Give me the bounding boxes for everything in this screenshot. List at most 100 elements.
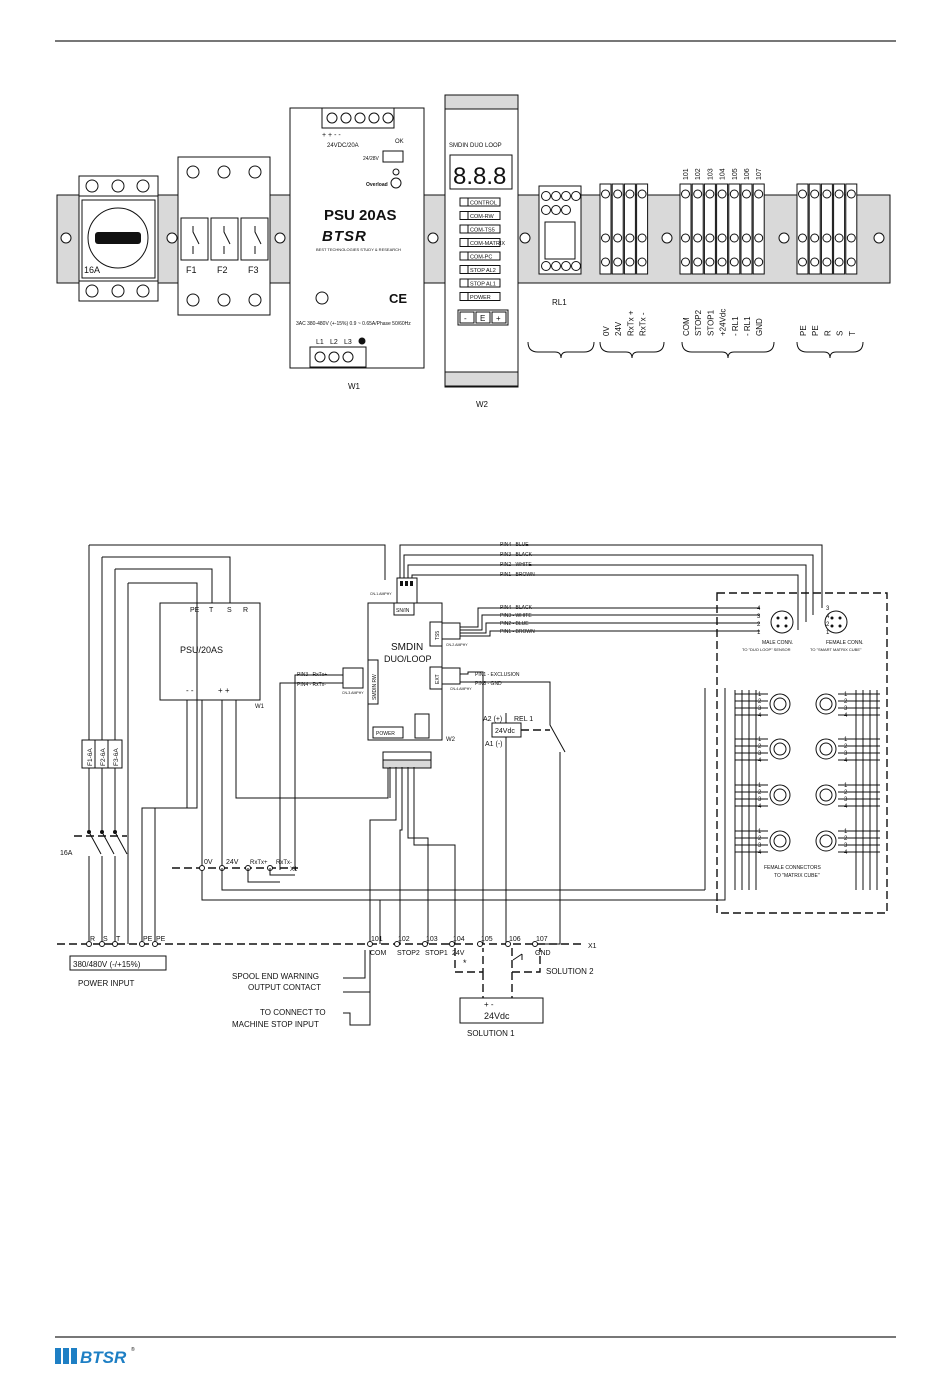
relay-rl1: RL1 [538,185,582,307]
top-pin4: PIN4 - BLUE [500,542,529,548]
rail-terminal [152,941,158,947]
smdin-plus-key[interactable] [491,311,507,324]
psu-terminal-l1: L1 [316,339,324,346]
smdin-key-plus-label: + [496,314,501,323]
schem-cn-rw: CN-3.AMPHY [342,691,364,695]
svg-text:®: ® [131,1346,135,1353]
terminal-number: 107 [756,168,763,180]
svg-text:3: 3 [758,843,762,849]
rail-terminal [532,941,538,947]
svg-text:1: 1 [844,692,848,698]
rail-left-label: R [90,936,95,943]
psu-output-rating: 24VDC/20A [327,143,359,149]
rail-terminal [367,941,373,947]
terminal-label: RxTx + [626,310,635,336]
svg-text:4: 4 [844,758,848,764]
male-conn-to: TO "DUO LOOP" SENSOR [742,647,791,652]
svg-text:2: 2 [758,790,762,796]
solution1-label: SOLUTION 1 [467,1029,515,1038]
schem-ext: EXT [435,674,441,684]
schem-relay-coil-label: 24Vdc [495,728,515,735]
rail-number: 106 [509,936,521,943]
svg-text:4: 4 [844,713,848,719]
psu-input-rating: 3AC 380-480V (+-15%) 0.9 ~ 0.65A/Phase 5… [296,321,411,327]
rail-number: 104 [453,936,465,943]
svg-text:3: 3 [826,606,830,612]
schem-cn-ts5: CN-2.AMPHY [446,643,468,647]
bus-0v: 0V [204,859,213,866]
rail-screw [661,232,673,244]
svg-text:3: 3 [758,706,762,712]
rail-number: 105 [481,936,493,943]
terminal-block [611,183,624,275]
psu-title: PSU 20AS [324,207,397,224]
rail-left-label: PE [156,936,166,943]
svg-text:3: 3 [758,751,762,757]
svg-text:1: 1 [758,783,762,789]
schem-psu-title: PSU/20AS [180,645,223,655]
svg-text:2: 2 [844,836,848,842]
terminal-label: R [823,330,832,336]
terminal-number: 104 [720,168,727,180]
fuse-label-f2: F2 [217,265,228,275]
ts5-pin3: PIN3 - WHITE [500,613,532,619]
female-connector-icon [824,610,848,634]
terminal-label: - RL1 [743,316,752,336]
terminal-block [599,183,612,275]
psu-terminal-l3: L3 [344,339,352,346]
terminal-block [716,183,729,275]
smdin-led-label: COM-PC [470,255,492,261]
bus-rxtx-plus: RxTx+ [250,860,268,866]
schem-psu-pin-s: S [227,607,232,614]
ts5-pin2: PIN2 - BLUE [500,621,529,627]
smdin-led-label: POWER [470,295,491,301]
psu-voltage-label: 24/28V [363,156,380,162]
schem-relay-a1: A1 (-) [485,741,503,748]
svg-text:2: 2 [757,622,761,628]
svg-text:4: 4 [758,804,762,810]
schem-psu-pin-pe: PE [190,607,200,614]
rail-terminal [477,941,483,947]
rail-name: GND [535,950,551,957]
breaker-label: 16A [84,265,100,275]
bus-rxtx-minus: RxTx- [276,860,292,866]
svg-text:2: 2 [844,744,848,750]
terminal-number: 103 [707,168,714,180]
fuse-block: F1 F2 F3 [177,156,271,316]
svg-text:1: 1 [826,630,830,636]
svg-text:3: 3 [757,614,761,620]
din-panel: 16A F1 F2 F3 + + - - 24VDC/20A OK [56,94,891,409]
terminal-label: T [848,331,857,336]
svg-text:2: 2 [758,699,762,705]
terminal-number: 101 [683,168,690,180]
smdin-minus-key[interactable] [459,311,475,324]
rail-number: 103 [426,936,438,943]
smdin-led-label: CONTROL [470,201,497,207]
psu-ok-label: OK [395,139,404,145]
terminal-label: COM [682,317,691,336]
smdin-led-label: STOP AL2 [470,268,496,274]
fuse-label-f1: F1 [186,265,197,275]
rail-terminal [112,941,118,947]
svg-text:4: 4 [758,713,762,719]
spool-end-label: SPOOL END WARNING [232,972,319,981]
schem-x1: X1 [588,943,597,950]
ts5-pin1: PIN1 - BROWN [500,629,535,635]
rail-number: 101 [371,936,383,943]
smdin-enter-key[interactable] [475,311,491,324]
brace-rl1 [527,341,595,359]
schem-relay-a2: A2 (+) [483,716,502,723]
svg-text:4: 4 [826,614,830,620]
bus-24v: 24V [226,859,239,866]
rail-terminal [422,941,428,947]
schem-psu-plus: + + [218,686,230,695]
psu-module: + + - - 24VDC/20A OK 24/28V Overload PSU… [289,107,425,391]
rail-name: 24V [452,950,465,957]
schem-fuse-f3: F3-6A [113,748,120,766]
psu-overload-label: Overload [366,182,388,188]
svg-text:*: * [463,958,467,968]
schem-fuse-f2: F2-6A [100,748,107,766]
rw-pin3: PIN3 - RxTx+ [297,672,327,678]
